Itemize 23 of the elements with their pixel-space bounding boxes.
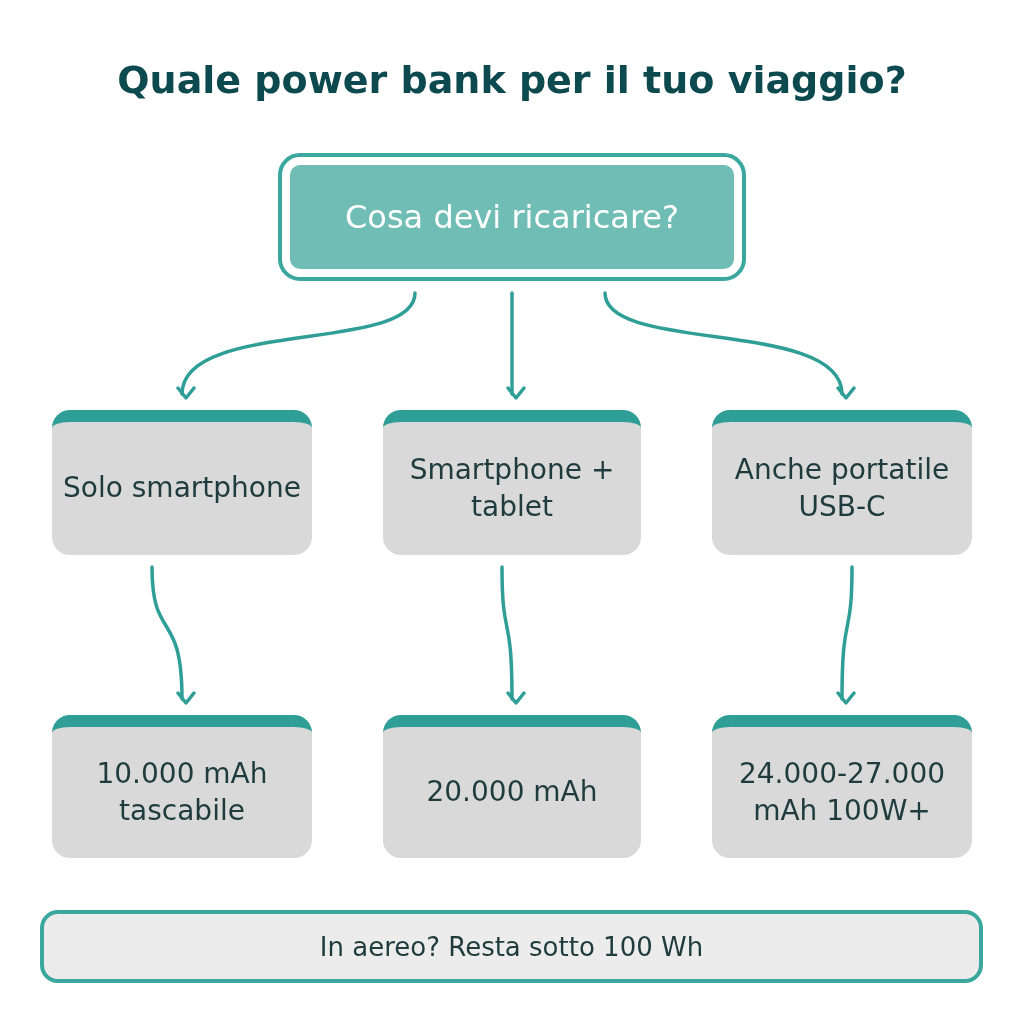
node-text: Smartphone + tablet [408,452,616,525]
question-box [278,153,746,281]
curved-arrow [150,565,196,705]
node-text: 20.000 mAh [426,774,598,811]
node-text: 10.000 mAh tascabile [95,756,269,829]
node-text: In aereo? Resta sotto 100 Wh [319,931,704,962]
curved-arrow [603,291,854,399]
option-box [383,410,641,555]
note-banner [40,910,983,983]
option-box [52,715,312,858]
curved-arrow [178,291,417,401]
curved-arrow [506,291,526,400]
curved-arrow [836,565,856,705]
option-box [712,715,972,858]
option-box [712,410,972,555]
node-text: Solo smartphone [63,470,301,507]
node-text: Anche portatile USB-C [733,452,951,525]
option-box [383,715,641,858]
curved-arrow [500,565,526,705]
title: Quale power bank per il tuo viaggio? [116,58,908,102]
node-text: 24.000-27.000 mAh 100W+ [737,756,947,829]
node-text: Cosa devi ricaricare? [345,198,679,236]
option-box [52,410,312,555]
